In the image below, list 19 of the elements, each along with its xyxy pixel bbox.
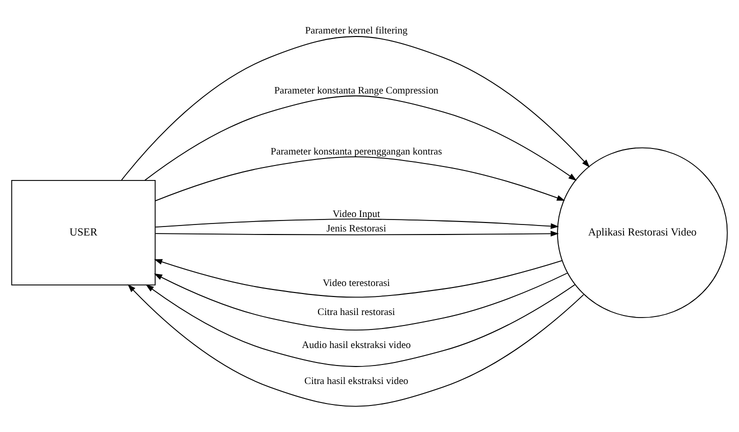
arrow — [121, 36, 590, 180]
edge-label: Video Input — [332, 209, 380, 220]
edge-label: Jenis Restorasi — [326, 224, 386, 235]
edge-label: Audio hasil ekstraksi video — [302, 340, 411, 351]
arrow — [128, 284, 584, 407]
arrow — [146, 284, 576, 367]
edge-label: Video terestorasi — [322, 278, 390, 290]
arrow — [155, 230, 559, 237]
arrow — [154, 156, 566, 202]
edge-label: Citra hasil restorasi — [318, 307, 396, 318]
arrow — [154, 272, 568, 331]
edge-label: Parameter konstanta perenggangan kontras — [270, 146, 442, 158]
edge-label: Parameter konstanta Range Compression — [274, 86, 438, 97]
node-box: USER — [11, 180, 156, 286]
arrow — [154, 259, 563, 298]
edge-label: Citra hasil ekstraksi video — [304, 376, 408, 388]
edge-label: Parameter kernel filtering — [305, 26, 408, 37]
arrow — [155, 218, 559, 230]
arrow — [144, 95, 577, 181]
